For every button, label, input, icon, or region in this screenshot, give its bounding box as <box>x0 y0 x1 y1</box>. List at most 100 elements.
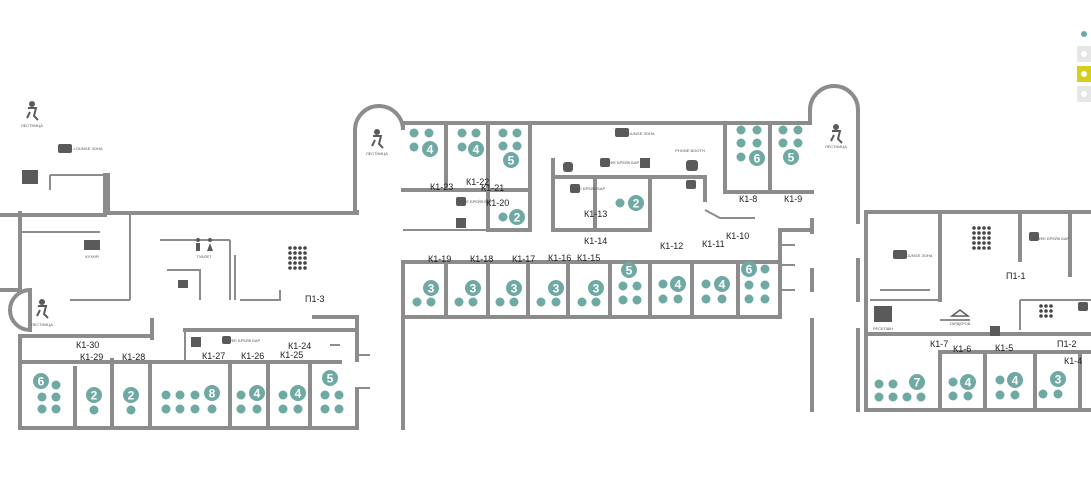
seat-dot <box>512 128 522 138</box>
legend-item[interactable] <box>1077 66 1091 82</box>
table-seat-dot <box>972 231 976 235</box>
seat-dot <box>963 391 973 401</box>
toilet-icon <box>196 238 213 251</box>
capacity-badge <box>503 152 519 168</box>
poi-lounge-right: LOUNGE ЗОНА <box>893 250 933 259</box>
seat-dot <box>471 128 481 138</box>
coffee-label: КОФЕ БРЕЙК БАР <box>1035 236 1070 241</box>
seat-dot <box>468 297 478 307</box>
capacity-badge <box>86 387 102 403</box>
table-seat-dot <box>288 261 292 265</box>
seat-dot <box>618 295 628 305</box>
legend-item[interactable] <box>1077 86 1091 102</box>
seat-dot <box>948 377 958 387</box>
seat-dot <box>591 297 601 307</box>
room-k1-20[interactable]: 2 <box>498 209 526 225</box>
seat-dot <box>995 390 1005 400</box>
table-seat-dot <box>303 246 307 250</box>
room-k1-24[interactable]: 5 <box>320 370 344 414</box>
capacity-badge <box>621 262 637 278</box>
room-k1-6[interactable]: 4 <box>948 374 977 401</box>
seat-dot <box>207 404 217 414</box>
room-k1-15[interactable]: 3 <box>577 280 605 307</box>
stairs-label: ЛЕСТНИЦА <box>366 151 388 156</box>
room-k1-22[interactable]: 4 <box>457 128 485 158</box>
room-k1-27[interactable]: 8 <box>161 385 221 414</box>
table-seat-dot <box>298 256 302 260</box>
poi-handwash <box>178 280 188 288</box>
capacity-badge <box>909 374 925 390</box>
room-k1-19[interactable]: 3 <box>412 280 440 307</box>
room-k1-16[interactable]: 3 <box>536 280 565 307</box>
table-seat-dot <box>288 256 292 260</box>
room-k1-9[interactable]: 5 <box>778 125 803 166</box>
table-seat-dot <box>298 246 302 250</box>
capacity-badge <box>670 276 686 292</box>
room-k1-28[interactable]: 2 <box>123 387 139 415</box>
poi-toilet: ТУАЛЕТ <box>196 238 213 259</box>
room-k1-5[interactable]: 4 <box>995 372 1024 400</box>
seat-dot <box>498 128 508 138</box>
room-k1-25[interactable]: 4 <box>278 385 307 414</box>
stairs-icon <box>26 101 39 121</box>
room-k1-21[interactable]: 5 <box>498 128 522 169</box>
room-k1-18[interactable]: 3 <box>454 280 482 307</box>
table-seat-dot <box>987 246 991 250</box>
coffee-label: КОФЕ БРЕЙК БАР <box>605 160 640 165</box>
room-k1-11[interactable]: 4 <box>701 276 731 304</box>
seat-dot <box>902 392 912 402</box>
seat-dot <box>236 404 246 414</box>
seat-dot <box>252 404 262 414</box>
table-seat-dot <box>977 241 981 245</box>
room-k1-23[interactable]: 4 <box>409 128 439 158</box>
seat-dot <box>658 294 668 304</box>
room-k1-14[interactable]: 5 <box>618 262 642 305</box>
seat-dot <box>717 294 727 304</box>
coffee-icon <box>456 197 466 206</box>
room-label-k1-13: К1-13 <box>584 209 607 219</box>
room-label-k1-4: К1-4 <box>1064 356 1082 366</box>
poi-coffee-left: КОФЕ БРЕЙК БАР <box>191 336 261 347</box>
toilet-label: ТУАЛЕТ <box>196 254 212 259</box>
poi-kitchen: КУХНЯ <box>84 240 100 259</box>
capacity-badge <box>290 385 306 401</box>
room-k1-7[interactable]: 7 <box>874 374 926 402</box>
room-k1-17[interactable]: 3 <box>495 280 523 307</box>
seat-dot <box>793 125 803 135</box>
legend-item[interactable] <box>1077 26 1091 42</box>
room-k1-12[interactable]: 4 <box>658 276 687 304</box>
table-seat-dot <box>982 241 986 245</box>
room-k1-26[interactable]: 4 <box>236 385 266 414</box>
seat-dot <box>744 294 754 304</box>
seat-dot <box>615 198 625 208</box>
seat-dot <box>278 404 288 414</box>
sofa-icon <box>893 250 907 259</box>
capacity-number: 3 <box>1055 373 1062 387</box>
room-k1-13[interactable]: 2 <box>615 195 645 211</box>
seat-dot <box>760 294 770 304</box>
seat-dot <box>51 380 61 390</box>
poi-lounge-center: LOUNGE ЗОНА <box>615 128 655 137</box>
seat-dot <box>512 141 522 151</box>
room-k1-30[interactable]: 6 <box>33 373 61 414</box>
room-k1-10[interactable]: 6 <box>741 261 770 304</box>
sofa-icon <box>615 128 629 137</box>
room-k1-29[interactable]: 2 <box>86 387 102 415</box>
legend-item[interactable] <box>1077 46 1091 62</box>
room-k1-8[interactable]: 6 <box>736 125 766 167</box>
coffee-label: КОФЕ БРЕЙК БАР <box>226 338 261 343</box>
table-seat-dot <box>982 226 986 230</box>
room-k1-4[interactable]: 3 <box>1038 371 1067 399</box>
meeting-table-right <box>972 226 991 250</box>
capacity-number: 4 <box>719 278 726 292</box>
seat-dot <box>701 279 711 289</box>
seat-dot <box>760 280 770 290</box>
capacity-number: 4 <box>1012 374 1019 388</box>
table-seat-dot <box>298 266 302 270</box>
seat-dot <box>673 294 683 304</box>
seat-dot <box>778 125 788 135</box>
capacity-badge <box>465 280 481 296</box>
seat-dot <box>412 297 422 307</box>
seat-dot <box>701 294 711 304</box>
coffee-icon <box>1029 232 1039 241</box>
